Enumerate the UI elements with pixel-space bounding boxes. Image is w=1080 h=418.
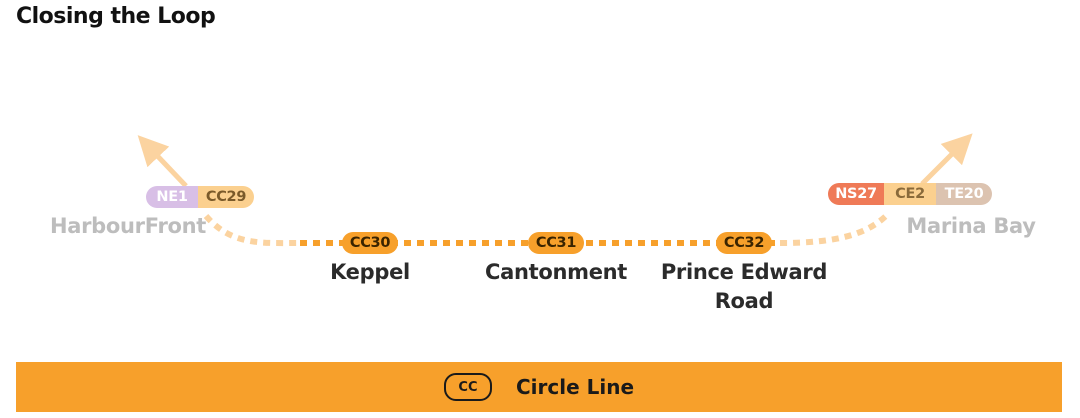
dotted-track-east — [779, 211, 891, 246]
station-name-marina-bay: Marina Bay — [906, 214, 1036, 238]
page-title: Closing the Loop — [16, 4, 216, 29]
legend-bar: CC Circle Line — [16, 362, 1062, 412]
station-name-cantonment: Cantonment — [484, 260, 628, 284]
station-code-cc30: CC30 — [342, 232, 398, 254]
station-name-harbourfront: HarbourFront — [49, 214, 207, 238]
continuation-arrow-east — [920, 133, 973, 186]
station-code-cc29: CC29 — [198, 186, 254, 208]
station-code-cc32: CC32 — [716, 232, 772, 254]
station-code-ce2: CE2 — [884, 183, 936, 205]
station-code-ns27: NS27 — [828, 183, 884, 205]
legend-line-code: CC — [443, 373, 492, 401]
station-code-ne1: NE1 — [146, 186, 198, 208]
station-name-prince-edward-road-line2: Road — [714, 289, 774, 313]
continuation-arrow-west — [137, 135, 188, 188]
station-code-te20: TE20 — [936, 183, 992, 205]
station-name-keppel: Keppel — [330, 260, 410, 284]
dotted-track-west — [203, 213, 301, 247]
station-name-prince-edward-road-line1: Prince Edward — [660, 260, 828, 284]
station-code-cc31: CC31 — [528, 232, 584, 254]
legend-line-name: Circle Line — [515, 375, 635, 399]
